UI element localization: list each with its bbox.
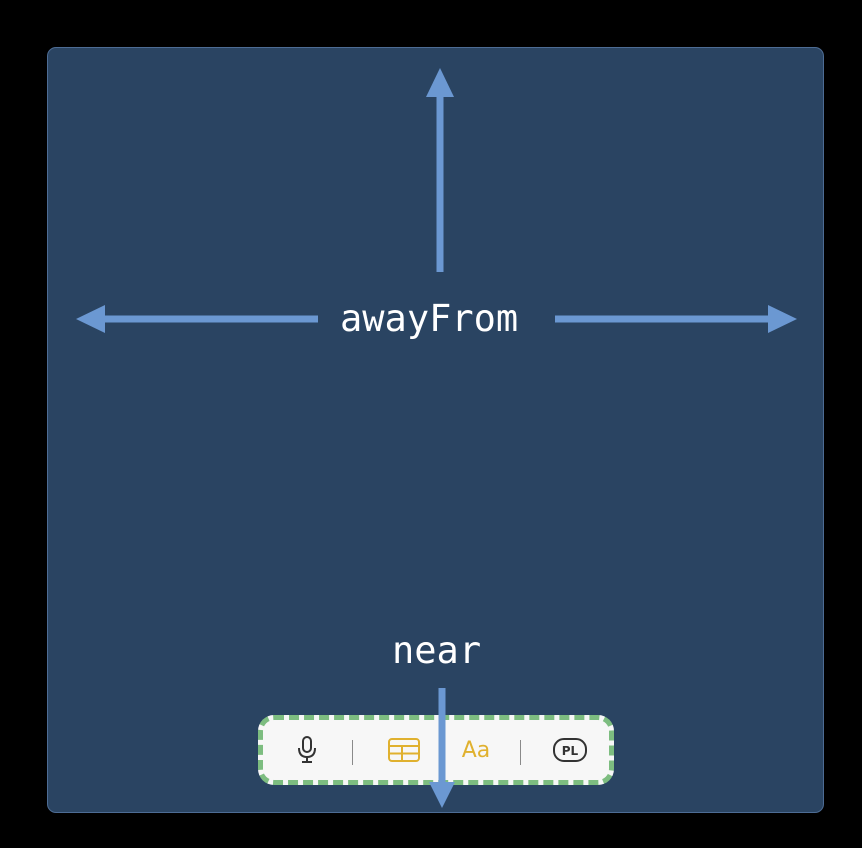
table-icon	[388, 738, 420, 762]
table-button[interactable]	[381, 720, 427, 780]
microphone-button[interactable]	[285, 720, 329, 780]
text-format-button[interactable]: Aa	[453, 720, 499, 780]
toolbar-separator	[520, 740, 521, 765]
arrow-up	[426, 68, 454, 272]
near-label: near	[392, 629, 482, 672]
arrow-left	[76, 305, 318, 333]
toolbar-separator	[352, 740, 353, 765]
pl-button[interactable]: PL	[548, 720, 592, 780]
away-from-label: awayFrom	[340, 297, 519, 340]
arrow-right	[555, 305, 797, 333]
content-panel	[47, 47, 824, 813]
toolbar: Aa PL	[258, 715, 614, 785]
text-format-label: Aa	[461, 737, 491, 763]
pl-icon: PL	[553, 738, 587, 762]
pl-icon-text: PL	[562, 744, 579, 758]
microphone-icon	[298, 736, 316, 763]
